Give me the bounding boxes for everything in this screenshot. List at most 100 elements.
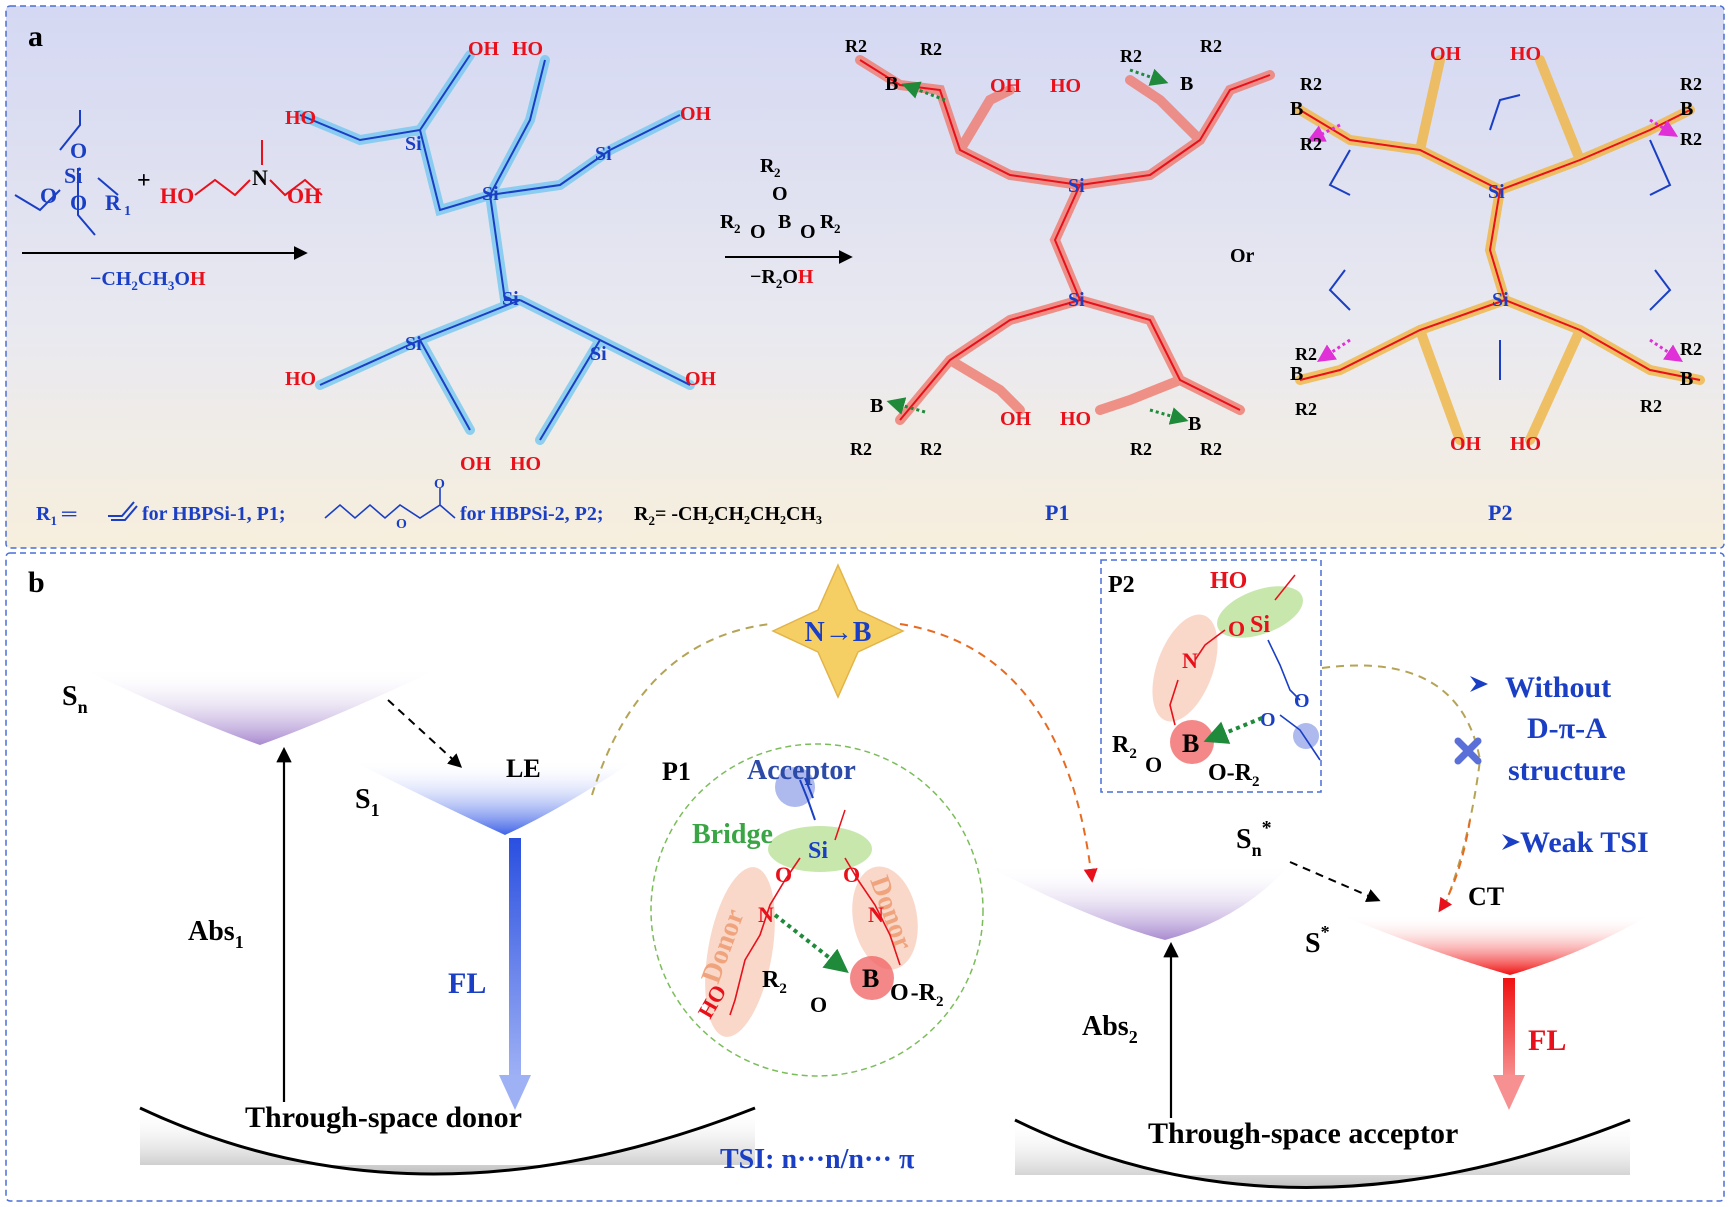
hbpsi-oh-right: OH [680,103,712,125]
p1-wavy-bond [834,809,846,841]
p2-ho-4: HO [1510,433,1541,455]
borate-r2-right: R [820,211,835,233]
p2-si: Si [1250,612,1270,638]
legend-text-2: for HBPSi-2, P2; [460,503,604,525]
nb-to-sn-star-arc [899,623,1098,883]
p2-ester-bonds [1267,639,1321,761]
legend-r1: R1 ═ [36,503,77,528]
sn-well [80,668,440,745]
hbpsi-si-right: Si [595,143,612,165]
p1-b-tl: B [885,73,898,95]
hbpsi-structure: HO OH HO OH HO OH OH HO Si Si Si Si Si S… [285,38,717,475]
acceptor-label: Acceptor [747,755,856,786]
p2-donor-blob [1152,614,1218,722]
p1-r2-left: R2 [762,967,787,997]
donor-ground-curve [139,1106,756,1176]
bullet-arrow-icon-2 [1502,834,1520,850]
byproduct-ethanol: −CH2CH3OH [90,268,206,293]
nb-star-icon [771,563,905,699]
p2-r2-left: R2 [1112,732,1137,762]
without-line1: Without [1505,671,1611,704]
le-to-nb-arc [591,623,771,796]
donor-base-label: Through-space donor [245,1101,522,1134]
panel-b: b Through-space donor Through-space acce… [5,552,1725,1202]
hbpsi-si-lowright: Si [590,343,607,365]
p1-r2-3: R2 [1120,46,1142,66]
p1-inset-title: P1 [662,757,691,786]
abs1-label: Abs1 [188,916,244,952]
hbpsi-si-lower: Si [502,288,519,310]
p1-o-left: O [775,862,792,887]
p2-ho: HO [1210,568,1247,594]
p1-r2-6: R2 [920,439,942,459]
p2-caption: P2 [1488,500,1512,525]
donor-right-blob [852,866,918,970]
legend-line: R1 ═ for HBPSi-1, P1; O O for HBPSi-2, P… [36,477,1512,532]
p2-b-tl: B [1290,98,1303,120]
p2-r2-2: R2 [1300,134,1322,154]
p1-r2-1: R2 [845,36,867,56]
silane-o-bottom: O [70,190,87,215]
byproduct-butanol: −R2OH [750,266,814,291]
p2-oh-1: OH [1430,43,1462,65]
nb-label: N→B [805,617,872,648]
borate-o-right: O [800,221,816,243]
or-label: Or [1230,245,1255,267]
p1-caption: P1 [1045,500,1069,525]
p1-si-center: Si [1068,175,1085,197]
p2-o-b-arrow [1203,716,1263,744]
p2-b-bl: B [1290,363,1303,385]
boron-blob [850,956,894,1000]
p2-bridge-blob [1217,586,1303,638]
p2-r2-right: O-R2 [1208,760,1260,790]
tsi-label: TSI: n···n/n··· π [720,1144,915,1175]
hbpsi-si-lowleft: Si [405,333,422,355]
p1-b: B [862,964,879,993]
s-star-label: S* [1305,922,1330,959]
hbpsi-oh-bottom1: OH [460,453,492,475]
p1-o-b-left: O [810,992,827,1017]
le-label: LE [506,754,541,783]
p1-structure: Si Si B B B B R2 R2 R2 R2 R2 R2 R2 R2 OH… [845,36,1275,459]
p1-r2-5: R2 [850,439,872,459]
p2-wavy-bond [1274,574,1296,601]
p2-oh-3: OH [1450,433,1482,455]
p1-oh-3: OH [1000,408,1032,430]
without-line2: D-π-A [1527,712,1607,745]
panel-a: a O Si O O R 1 + HO N OH −CH2CH3OH [5,5,1725,549]
p1-r2-2: R2 [920,39,942,59]
hbpsi-si-left: Si [405,133,422,155]
p2-si-center: Si [1488,181,1505,203]
borate-r2-left: R [720,211,735,233]
sn-star-to-ct-arrow [1289,861,1381,902]
weak-tsi-label: Weak TSI [1520,826,1649,859]
borate-r2-right-sub: 2 [834,221,841,236]
p2-r2-7: R2 [1680,339,1702,359]
fl-right-label: FL [1528,1024,1566,1057]
p2-r2-1: R2 [1300,74,1322,94]
p2-b-tr: B [1680,98,1693,120]
s1-well [350,760,635,835]
panel-b-frame [5,552,1725,1202]
borate-b: B [778,211,791,233]
p2-structure: Si Si B B B B OH HO OH HO R2 R2 R2 R2 R2… [1290,43,1705,455]
p2-inset-title: P2 [1108,572,1135,598]
p1-r2-4: R2 [1200,36,1222,56]
p2-arc-upper [1321,664,1482,906]
p2-o-ester1: O [1294,690,1310,712]
s-star-well [1340,915,1650,975]
panel-a-frame [5,5,1725,549]
p2-si-lower: Si [1492,289,1509,311]
hbpsi-si-center: Si [482,183,499,205]
s1-label: S1 [355,784,380,820]
p2-arc-lower [1438,819,1471,913]
silane-o-top: O [70,138,87,163]
abs2-label: Abs2 [1082,1011,1138,1047]
legend-r2: R2= -CH₂CH₂CH₂CH₃ [634,503,822,528]
sn-to-s1-arrow [387,699,463,768]
p2-r2-6: R2 [1295,399,1317,419]
hbpsi-ho-left: HO [285,107,316,129]
p2-o-left: O [1145,752,1162,777]
blocked-cross-icon [1454,737,1482,765]
sn-star-well [985,865,1290,940]
